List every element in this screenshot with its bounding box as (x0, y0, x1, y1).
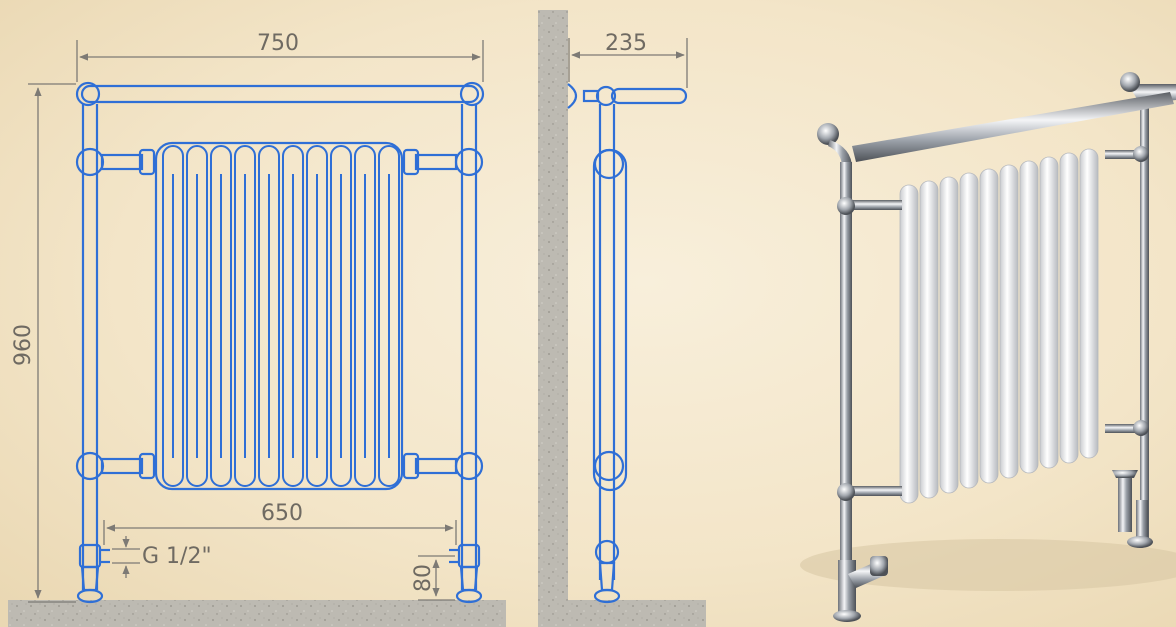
radiator-column (354, 145, 376, 487)
render-radiator-column (1019, 160, 1039, 474)
radiator-column (306, 145, 328, 487)
radiator-column (234, 145, 256, 487)
radiator-column (186, 145, 208, 487)
dimension-overall-height: 960 (11, 324, 36, 366)
render-radiator-column (979, 168, 999, 484)
dimension-valve-height: 80 (411, 564, 436, 592)
render-radiator-column (999, 164, 1019, 479)
render-radiator-column (959, 172, 979, 489)
render-radiator-column (1059, 152, 1079, 464)
render-radiator-column (1039, 156, 1059, 469)
towel-radiator-render (800, 72, 1176, 622)
radiator-column (330, 145, 352, 487)
side-view-drawing: 235 (538, 10, 706, 627)
render-radiator-column (1079, 148, 1099, 459)
radiator-column (210, 145, 232, 487)
radiator-column (258, 145, 280, 487)
render-radiator-column (919, 180, 939, 499)
floor-section-front (8, 600, 506, 627)
radiator-column (282, 145, 304, 487)
render-radiator-column (899, 184, 919, 504)
radiator-column (378, 145, 400, 487)
render-radiator-column (939, 176, 959, 494)
front-view-drawing: 750 960 650 G 1/2" 80 (8, 31, 506, 627)
wall-section (538, 10, 568, 627)
radiator-column (162, 145, 184, 487)
dimension-depth: 235 (605, 31, 647, 56)
dimension-pipe-centres: 650 (261, 501, 303, 526)
dimension-connection-size: G 1/2" (142, 544, 212, 569)
floor-section-side (538, 600, 706, 627)
dimension-overall-width: 750 (257, 31, 299, 56)
